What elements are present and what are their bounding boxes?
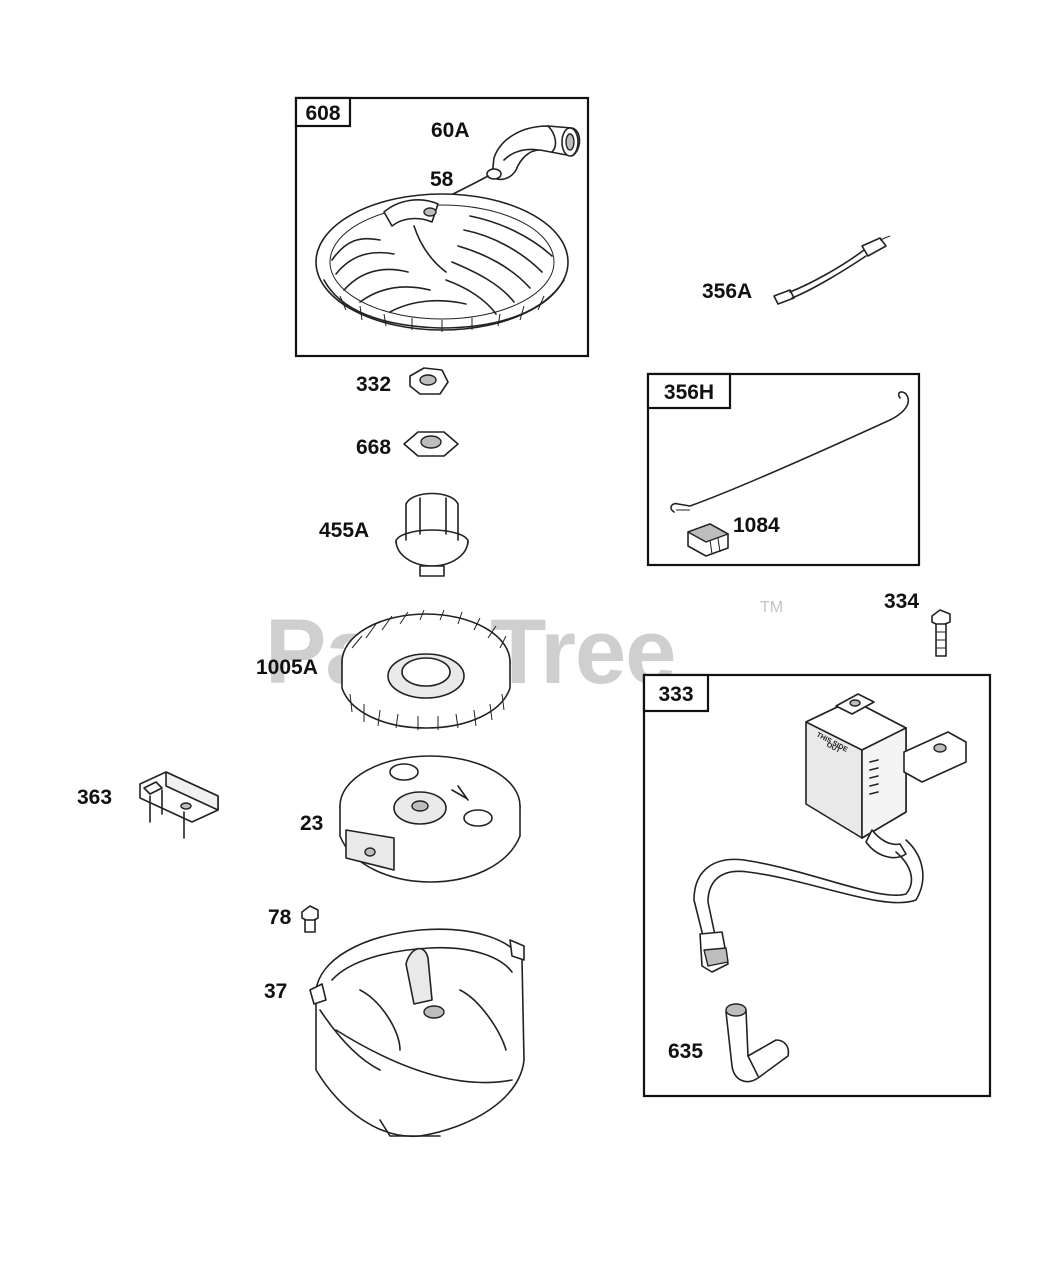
group-tag-608: 608 xyxy=(305,102,340,125)
callout-668[interactable]: 668 xyxy=(356,436,391,459)
ground-wire-part[interactable] xyxy=(670,391,910,513)
group-tag-356H: 356H xyxy=(664,381,714,404)
group-tag-333: 333 xyxy=(658,683,693,706)
callout-58[interactable]: 58 xyxy=(430,168,454,191)
wire-connector-1084-part[interactable] xyxy=(687,523,729,557)
callout-363[interactable]: 363 xyxy=(77,786,112,809)
callout-1084[interactable]: 1084 xyxy=(733,514,780,537)
callout-1005A[interactable]: 1005A xyxy=(256,656,318,679)
callout-332[interactable]: 332 xyxy=(356,373,391,396)
watermark-trademark: TM xyxy=(760,599,783,616)
spark-plug-lead-part[interactable] xyxy=(693,839,924,973)
screw-78-part[interactable] xyxy=(301,905,319,933)
callout-356A[interactable]: 356A xyxy=(702,280,752,303)
starter-cup-455A-part[interactable] xyxy=(395,492,469,577)
magnet-23-part[interactable] xyxy=(339,755,521,883)
callout-60A[interactable]: 60A xyxy=(431,119,470,142)
callout-334[interactable]: 334 xyxy=(884,590,919,613)
ground-lead-356A-part[interactable] xyxy=(773,235,891,305)
callout-labels: 60A 58 356A 332 668 455A 1084 334 1005A … xyxy=(77,119,919,1063)
group-box-356H: 356H xyxy=(646,372,921,567)
blower-housing-37-part[interactable] xyxy=(309,928,525,1138)
callout-635[interactable]: 635 xyxy=(668,1040,703,1063)
washer-668-part[interactable] xyxy=(403,431,459,457)
group-box-608: 608 xyxy=(294,96,590,358)
nut-332-part[interactable] xyxy=(409,367,449,395)
group-box-333: 333 xyxy=(642,673,992,1098)
flywheel-1005A-part[interactable] xyxy=(341,609,511,730)
callout-455A[interactable]: 455A xyxy=(319,519,369,542)
callout-78[interactable]: 78 xyxy=(268,906,292,929)
callout-23[interactable]: 23 xyxy=(300,812,323,835)
bracket-363-part[interactable] xyxy=(139,771,219,839)
ignition-armature-part[interactable]: THIS SIDE OUT xyxy=(805,693,967,859)
bolt-334-part[interactable] xyxy=(931,609,951,657)
callout-37[interactable]: 37 xyxy=(264,980,287,1003)
starter-housing-part[interactable] xyxy=(315,193,569,332)
spark-plug-boot-635-part[interactable] xyxy=(725,1003,790,1083)
starter-handle-part[interactable] xyxy=(491,125,581,181)
